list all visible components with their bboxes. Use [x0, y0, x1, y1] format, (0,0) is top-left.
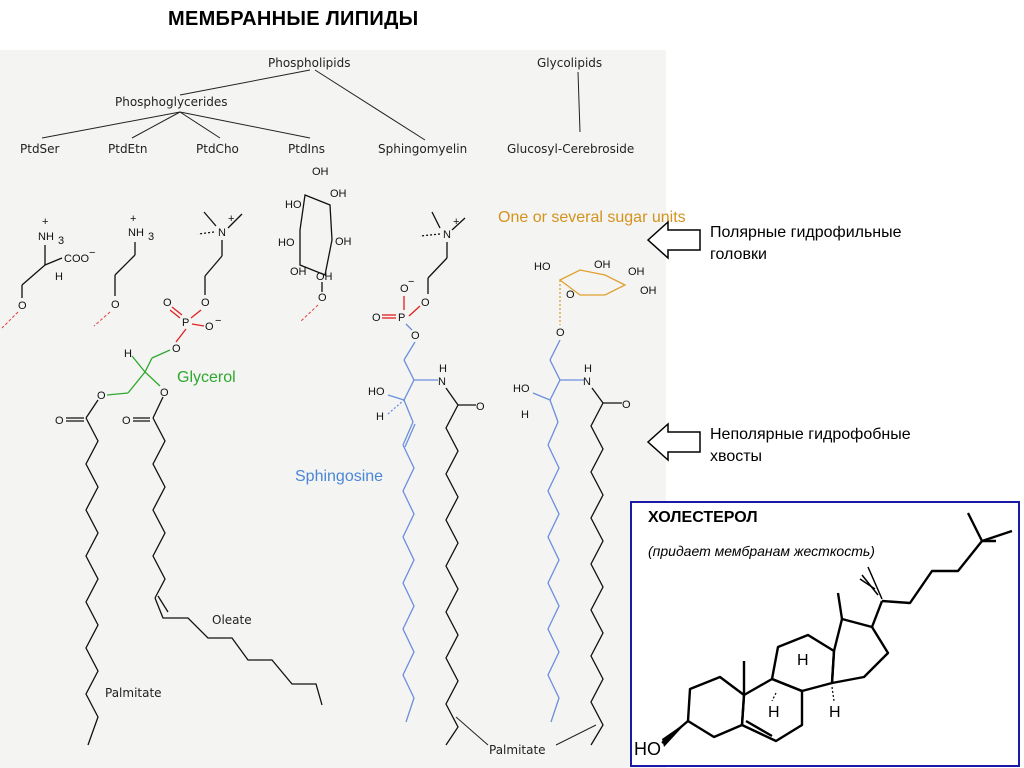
svg-text:O: O [111, 299, 120, 311]
svg-text:3: 3 [148, 231, 154, 243]
inositol-headgroup: OH OH HO OH HO OH OH O [278, 166, 352, 323]
svg-text:P: P [182, 317, 189, 329]
cholesterol-box: ХОЛЕСТЕРОЛ (придает мембранам жесткость)… [630, 501, 1020, 767]
label-phospholipids: Phospholipids [268, 56, 351, 70]
arrow-polar-icon [646, 220, 701, 260]
svg-text:3: 3 [58, 235, 64, 247]
svg-text:OH: OH [640, 285, 657, 297]
label-sphingosine: Sphingosine [295, 468, 383, 485]
arrow-nonpolar-icon [646, 422, 701, 462]
svg-text:O: O [205, 321, 214, 333]
svg-text:O: O [318, 292, 327, 304]
note-nonpolar-tails: Неполярные гидрофобные хвосты [710, 426, 911, 465]
svg-text:O: O [372, 312, 381, 324]
svg-text:O: O [201, 297, 210, 309]
svg-text:N: N [218, 227, 226, 239]
svg-text:O: O [556, 327, 565, 339]
svg-text:O: O [400, 283, 409, 295]
svg-text:HO: HO [285, 199, 302, 211]
svg-text:HO: HO [634, 739, 661, 759]
svg-text:H: H [439, 363, 447, 375]
svg-text:OH: OH [335, 236, 352, 248]
svg-text:H: H [797, 652, 809, 669]
svg-text:O: O [122, 415, 131, 427]
svg-text:H: H [55, 271, 63, 283]
svg-text:H: H [376, 411, 384, 423]
svg-text:H: H [768, 704, 780, 721]
svg-text:NH: NH [38, 231, 54, 243]
svg-text:HO: HO [513, 383, 530, 395]
svg-text:OH: OH [290, 266, 307, 278]
svg-text:−: − [408, 276, 414, 288]
sphingomyelin-structure: N+ O O− P O O H N O HO H Sphingosine [295, 211, 485, 746]
svg-text:H: H [521, 409, 529, 421]
serine-headgroup: NH 3 + COO− H O [1, 216, 95, 329]
svg-text:OH: OH [330, 188, 347, 200]
svg-text:OH: OH [312, 166, 329, 178]
svg-text:HO: HO [278, 237, 295, 249]
svg-text:NH: NH [128, 227, 144, 239]
svg-text:+: + [130, 213, 136, 225]
label-glycerol: Glycerol [177, 369, 236, 386]
svg-text:O: O [18, 300, 27, 312]
glucosyl-cerebroside-structure: One or several sugar units HO OH OH OH O… [498, 209, 686, 746]
svg-text:N: N [438, 376, 446, 388]
svg-text:−: − [215, 315, 221, 327]
classification-tree: Phospholipids Glycolipids Phosphoglyceri… [20, 56, 634, 156]
cholesterol-structure: HO H H H [634, 512, 1013, 759]
label-oleate: Oleate [212, 613, 252, 627]
svg-text:OH: OH [316, 271, 333, 283]
label-sugar-units: One or several sugar units [498, 209, 686, 226]
cholesterol-subtitle: (придает мембранам жесткость) [648, 543, 875, 559]
ethanolamine-headgroup: NH 3 + O [93, 213, 154, 327]
svg-text:O: O [411, 330, 420, 342]
choline-glycerol-structure: N+ O P O O− O H O O Glycerol [97, 211, 243, 402]
note-polar-heads: Полярные гидрофильные головки [710, 224, 902, 263]
svg-text:O: O [163, 297, 172, 309]
svg-text:+: + [453, 216, 459, 228]
svg-text:+: + [42, 216, 48, 228]
svg-text:HO: HO [368, 386, 385, 398]
label-glucosyl-cerebroside: Glucosyl-Cerebroside [507, 142, 634, 156]
svg-text:O: O [622, 399, 631, 411]
label-palmitate-2: Palmitate [489, 743, 546, 757]
svg-text:H: H [584, 363, 592, 375]
svg-text:P: P [398, 312, 405, 324]
svg-text:O: O [476, 401, 485, 413]
svg-text:O: O [55, 415, 64, 427]
svg-text:O: O [172, 343, 181, 355]
label-glycolipids: Glycolipids [537, 56, 602, 70]
svg-text:O: O [421, 297, 430, 309]
svg-text:O: O [97, 390, 106, 402]
svg-text:OH: OH [594, 259, 611, 271]
svg-text:N: N [443, 229, 451, 241]
slide-title: МЕМБРАННЫЕ ЛИПИДЫ [168, 8, 419, 30]
svg-text:O: O [160, 387, 169, 399]
svg-text:O: O [566, 289, 575, 301]
label-palmitate: Palmitate [105, 686, 162, 700]
svg-text:H: H [124, 348, 132, 360]
label-ptdser: PtdSer [20, 142, 60, 156]
label-ptdins: PtdIns [288, 142, 325, 156]
label-ptdcho: PtdCho [196, 142, 239, 156]
label-sphingomyelin: Sphingomyelin [378, 142, 467, 156]
svg-text:+: + [228, 213, 234, 225]
fatty-acid-tails: O Palmitate O Oleate Palmitate [55, 396, 597, 757]
label-ptdetn: PtdEtn [108, 142, 147, 156]
lipid-diagram-panel [0, 50, 666, 768]
svg-text:OH: OH [628, 266, 645, 278]
svg-text:HO: HO [534, 261, 551, 273]
cholesterol-title: ХОЛЕСТЕРОЛ [648, 509, 758, 526]
svg-text:−: − [89, 247, 95, 259]
svg-text:COO: COO [64, 253, 90, 265]
label-phosphoglycerides: Phosphoglycerides [115, 95, 228, 109]
svg-text:N: N [583, 376, 591, 388]
svg-text:H: H [829, 704, 841, 721]
